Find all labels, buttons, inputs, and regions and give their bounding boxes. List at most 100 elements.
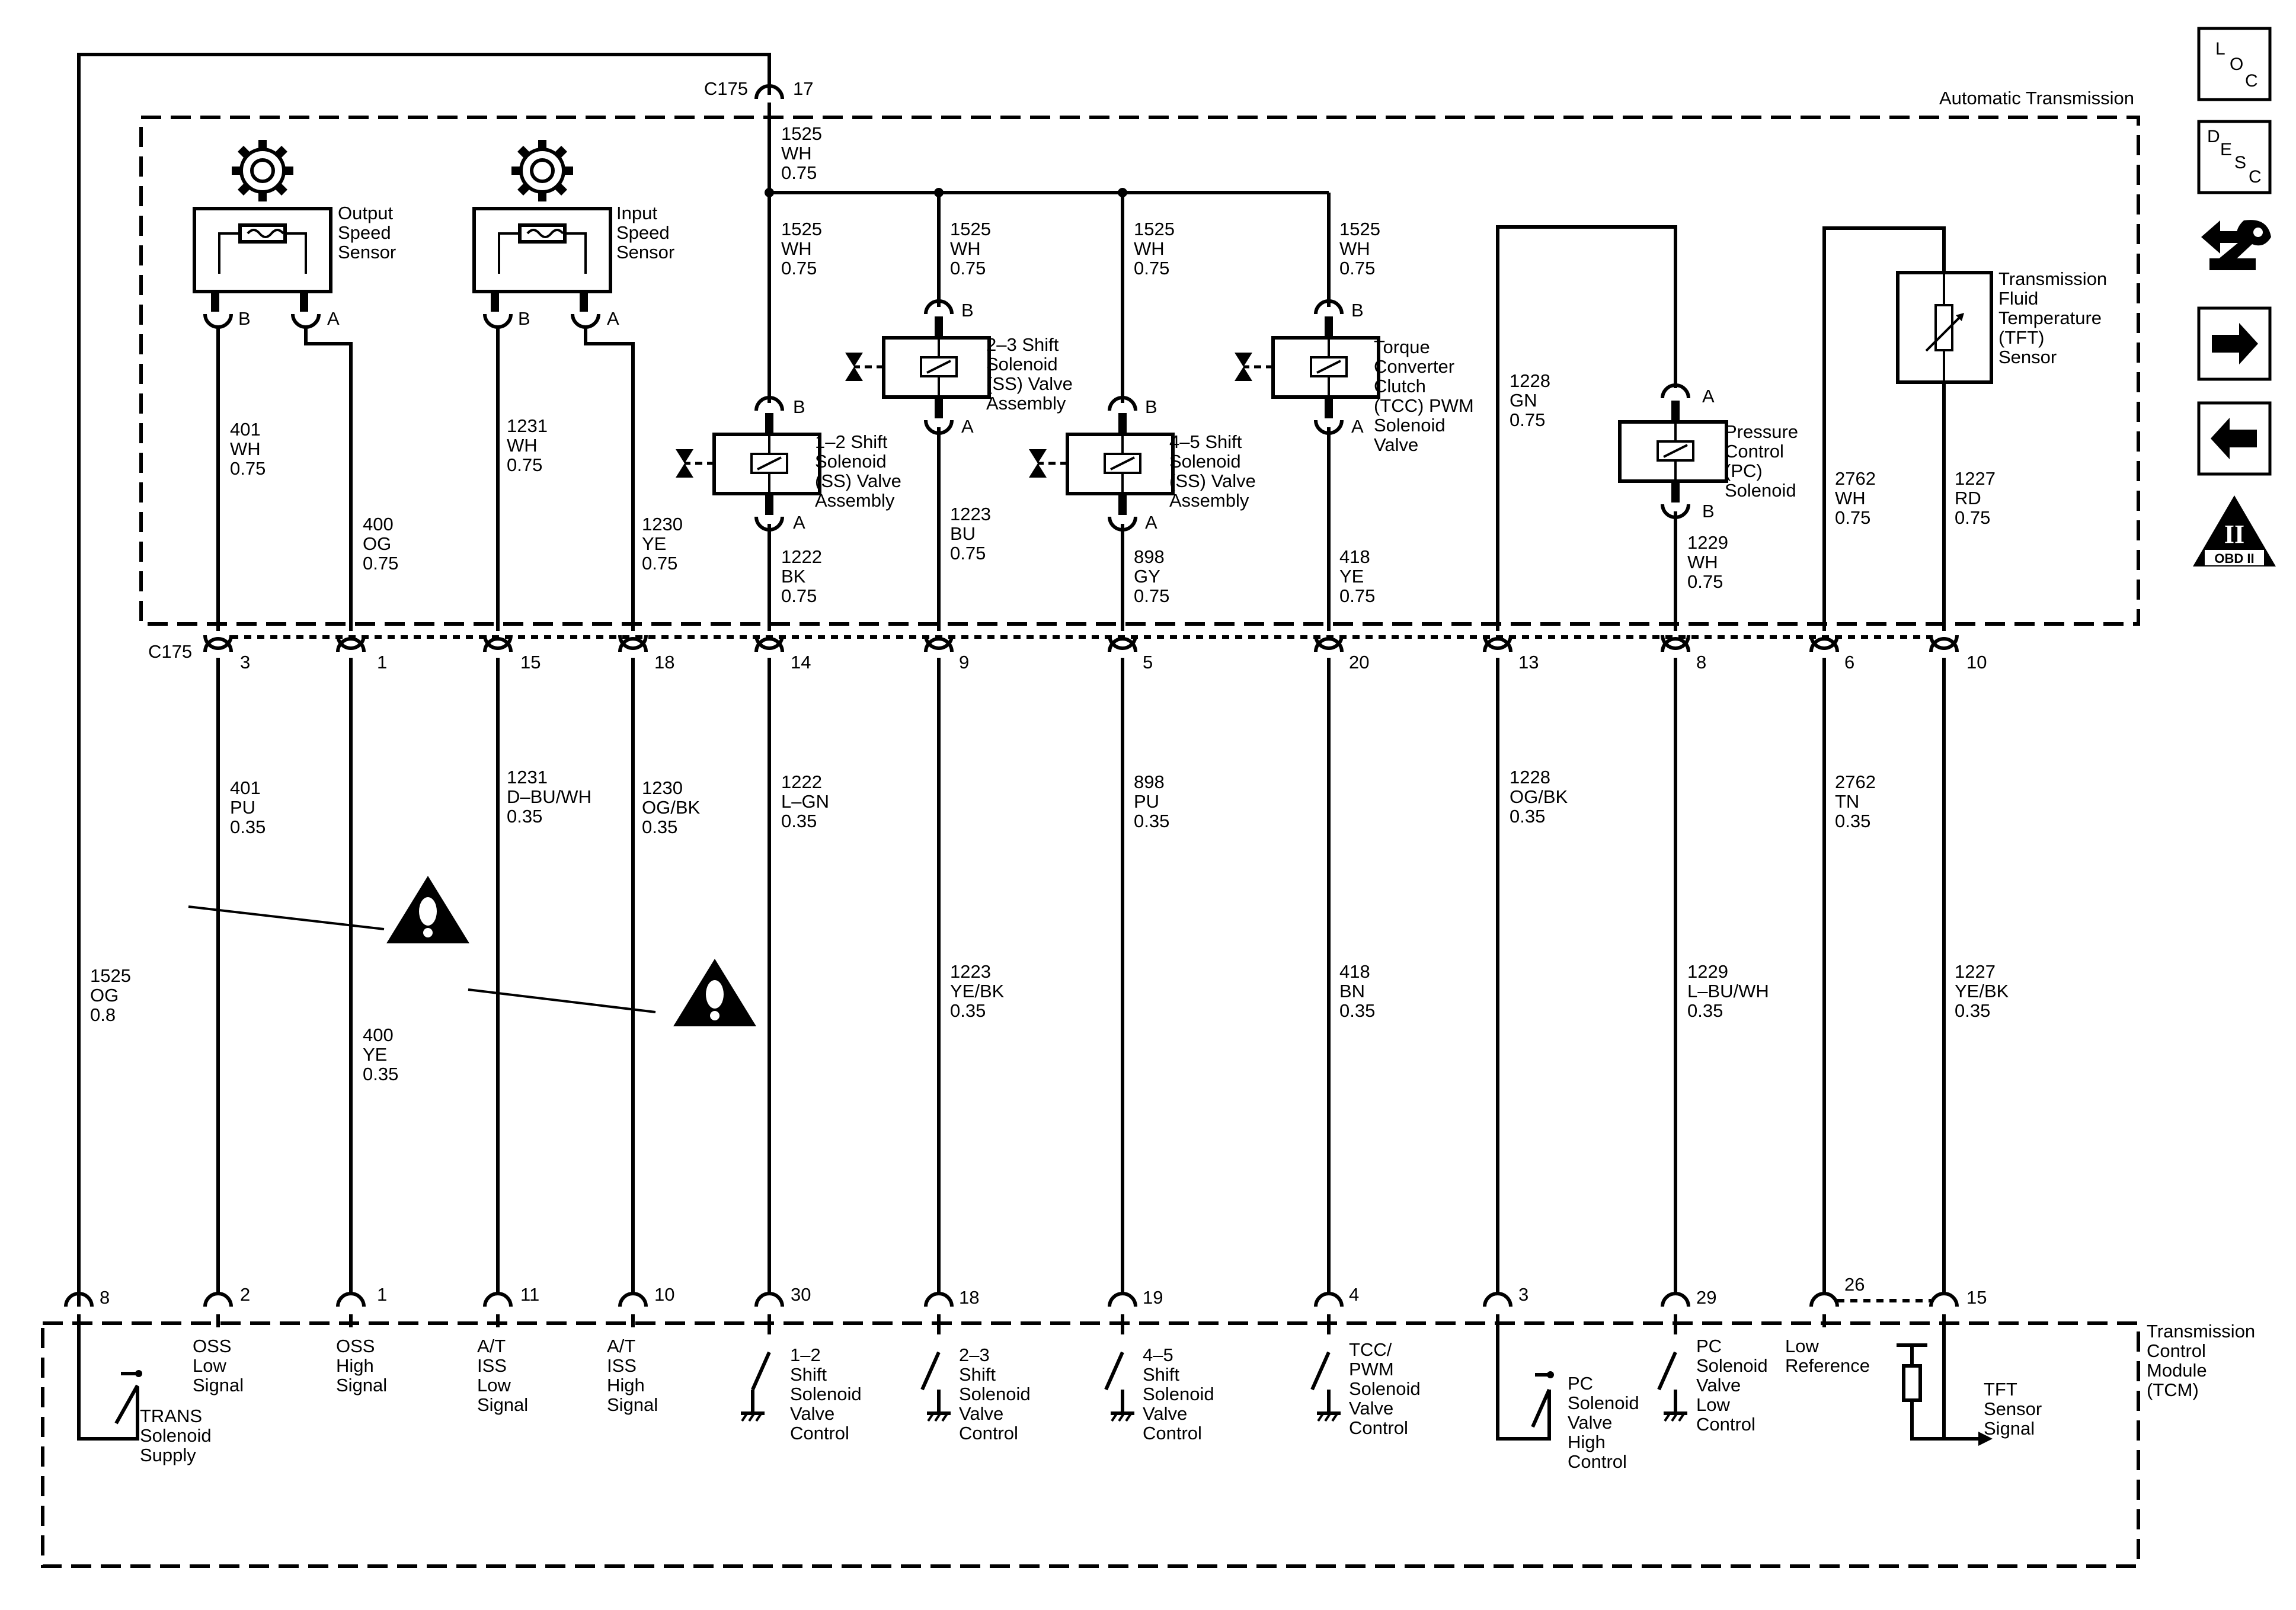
svg-text:A: A xyxy=(961,416,974,437)
oss-low-input: OSS Low Signal xyxy=(193,1314,244,1395)
svg-text:Sensor: Sensor xyxy=(616,242,674,263)
svg-text:Solenoid: Solenoid xyxy=(1169,451,1241,472)
schematic-icon[interactable] xyxy=(2201,220,2271,270)
svg-text:TFT: TFT xyxy=(1984,1379,2017,1400)
previous-arrow-icon[interactable] xyxy=(2197,401,2272,476)
svg-text:2: 2 xyxy=(240,1284,250,1305)
ss45-driver: 4–5 Shift Solenoid Valve Control xyxy=(1104,1314,1214,1443)
svg-text:20: 20 xyxy=(1349,652,1369,673)
desc-icon[interactable]: D E S C xyxy=(2197,120,2272,194)
svg-text:1525: 1525 xyxy=(1339,219,1380,239)
svg-text:Assembly: Assembly xyxy=(986,393,1066,414)
svg-text:0.35: 0.35 xyxy=(363,1064,398,1084)
svg-text:OSS: OSS xyxy=(193,1336,231,1356)
twisted-pair-oss xyxy=(188,905,385,930)
svg-text:30: 30 xyxy=(791,1284,811,1305)
svg-text:Control: Control xyxy=(959,1423,1018,1443)
svg-text:Control: Control xyxy=(1696,1414,1755,1435)
svg-text:PU: PU xyxy=(230,797,255,818)
twisted-pair-iss xyxy=(468,988,656,1013)
svg-text:Shift: Shift xyxy=(790,1364,827,1385)
svg-text:1228: 1228 xyxy=(1510,370,1550,391)
svg-text:9: 9 xyxy=(959,652,969,673)
loc-icon[interactable]: L O C xyxy=(2197,27,2272,101)
feed-drop-labels: 1525 WH 0.75 1525 WH 0.75 1525 WH 0.75 1… xyxy=(781,219,1380,279)
next-arrow-icon[interactable] xyxy=(2197,306,2272,381)
svg-text:400: 400 xyxy=(363,1025,394,1045)
svg-text:B: B xyxy=(1351,300,1364,321)
svg-text:WH: WH xyxy=(507,435,538,456)
svg-text:898: 898 xyxy=(1134,772,1165,792)
svg-text:Pressure: Pressure xyxy=(1725,421,1798,442)
svg-text:II: II xyxy=(2224,520,2244,549)
svg-text:Valve: Valve xyxy=(790,1403,834,1424)
obd-ii-icon[interactable]: II OBD II xyxy=(2193,495,2276,566)
svg-text:A: A xyxy=(1351,416,1364,437)
svg-text:Control: Control xyxy=(1568,1451,1627,1472)
svg-text:0.8: 0.8 xyxy=(90,1004,116,1025)
svg-text:B: B xyxy=(1702,501,1715,521)
svg-text:WH: WH xyxy=(1835,488,1866,508)
c175-pin17-connector xyxy=(754,84,784,100)
svg-text:Clutch: Clutch xyxy=(1374,376,1426,396)
svg-text:Control: Control xyxy=(1349,1417,1408,1438)
svg-text:Temperature: Temperature xyxy=(1998,308,2102,328)
trans-supply-switch: TRANS Solenoid Supply xyxy=(77,1314,212,1465)
svg-text:Assembly: Assembly xyxy=(815,490,895,511)
svg-text:YE: YE xyxy=(1339,566,1364,587)
svg-text:Converter: Converter xyxy=(1374,356,1454,377)
svg-text:Solenoid: Solenoid xyxy=(140,1425,212,1446)
svg-text:OBD II: OBD II xyxy=(2214,551,2254,566)
svg-text:3: 3 xyxy=(1518,1284,1528,1305)
svg-text:2762: 2762 xyxy=(1835,468,1876,489)
svg-text:400: 400 xyxy=(363,514,394,534)
tcc-pwm-solenoid: B A Torque Converter Clutch (TCC) PWM So… xyxy=(1235,299,1474,455)
svg-text:0.35: 0.35 xyxy=(507,806,542,827)
svg-text:898: 898 xyxy=(1134,546,1165,567)
svg-text:0.35: 0.35 xyxy=(1955,1000,1990,1021)
svg-text:1: 1 xyxy=(377,652,387,673)
svg-text:418: 418 xyxy=(1339,546,1370,567)
shift-solenoid-4-5: B A 4–5 Shift Solenoid (SS) Valve Assemb… xyxy=(1029,396,1256,533)
svg-text:Low: Low xyxy=(1785,1336,1819,1356)
tcm-pins: 8 2 1 11 10 30 18 19 4 3 29 26 15 xyxy=(64,1274,1987,1308)
svg-text:RD: RD xyxy=(1955,488,1981,508)
svg-text:OG/BK: OG/BK xyxy=(642,797,701,818)
svg-text:0.75: 0.75 xyxy=(950,543,986,564)
svg-text:OG: OG xyxy=(90,985,119,1006)
svg-text:4: 4 xyxy=(1349,1284,1359,1305)
oss-gear-icon xyxy=(232,140,293,201)
shift-solenoid-2-3: B A 2–3 Shift Solenoid (SS) Valve Assemb… xyxy=(845,299,1073,437)
svg-text:YE/BK: YE/BK xyxy=(1955,981,2009,1001)
caution-icon xyxy=(386,876,469,943)
input-speed-sensor: B A Input Speed Sensor xyxy=(472,140,674,329)
svg-text:Valve: Valve xyxy=(1568,1412,1612,1433)
svg-text:Low: Low xyxy=(477,1375,511,1395)
svg-text:1–2 Shift: 1–2 Shift xyxy=(815,431,888,452)
svg-text:1525: 1525 xyxy=(90,965,131,986)
svg-text:0.75: 0.75 xyxy=(1134,585,1169,606)
svg-text:Valve: Valve xyxy=(1143,1403,1187,1424)
pressure-control-solenoid: A B Pressure Control (PC) Solenoid xyxy=(1618,383,1798,521)
svg-text:S: S xyxy=(2234,153,2246,172)
svg-text:0.35: 0.35 xyxy=(781,811,817,831)
svg-text:Valve: Valve xyxy=(1349,1398,1393,1419)
svg-text:Low: Low xyxy=(193,1355,226,1376)
tcc-driver: TCC/ PWM Solenoid Valve Control xyxy=(1310,1314,1421,1438)
svg-text:Signal: Signal xyxy=(607,1394,658,1415)
svg-text:Solenoid: Solenoid xyxy=(1143,1384,1214,1404)
svg-text:1: 1 xyxy=(377,1284,387,1305)
svg-text:0.75: 0.75 xyxy=(781,162,817,183)
svg-text:Torque: Torque xyxy=(1374,337,1430,357)
svg-text:(SS) Valve: (SS) Valve xyxy=(815,470,901,491)
svg-text:8: 8 xyxy=(100,1287,110,1308)
svg-text:0.75: 0.75 xyxy=(1955,507,1990,528)
svg-text:PC: PC xyxy=(1696,1336,1722,1356)
svg-text:B: B xyxy=(961,300,974,321)
svg-text:0.35: 0.35 xyxy=(1835,811,1870,831)
svg-text:0.35: 0.35 xyxy=(1510,806,1545,827)
svg-text:0.75: 0.75 xyxy=(1835,507,1870,528)
svg-text:(SS) Valve: (SS) Valve xyxy=(986,373,1073,394)
svg-text:0.75: 0.75 xyxy=(781,585,817,606)
automatic-transmission-boundary xyxy=(139,116,2140,626)
